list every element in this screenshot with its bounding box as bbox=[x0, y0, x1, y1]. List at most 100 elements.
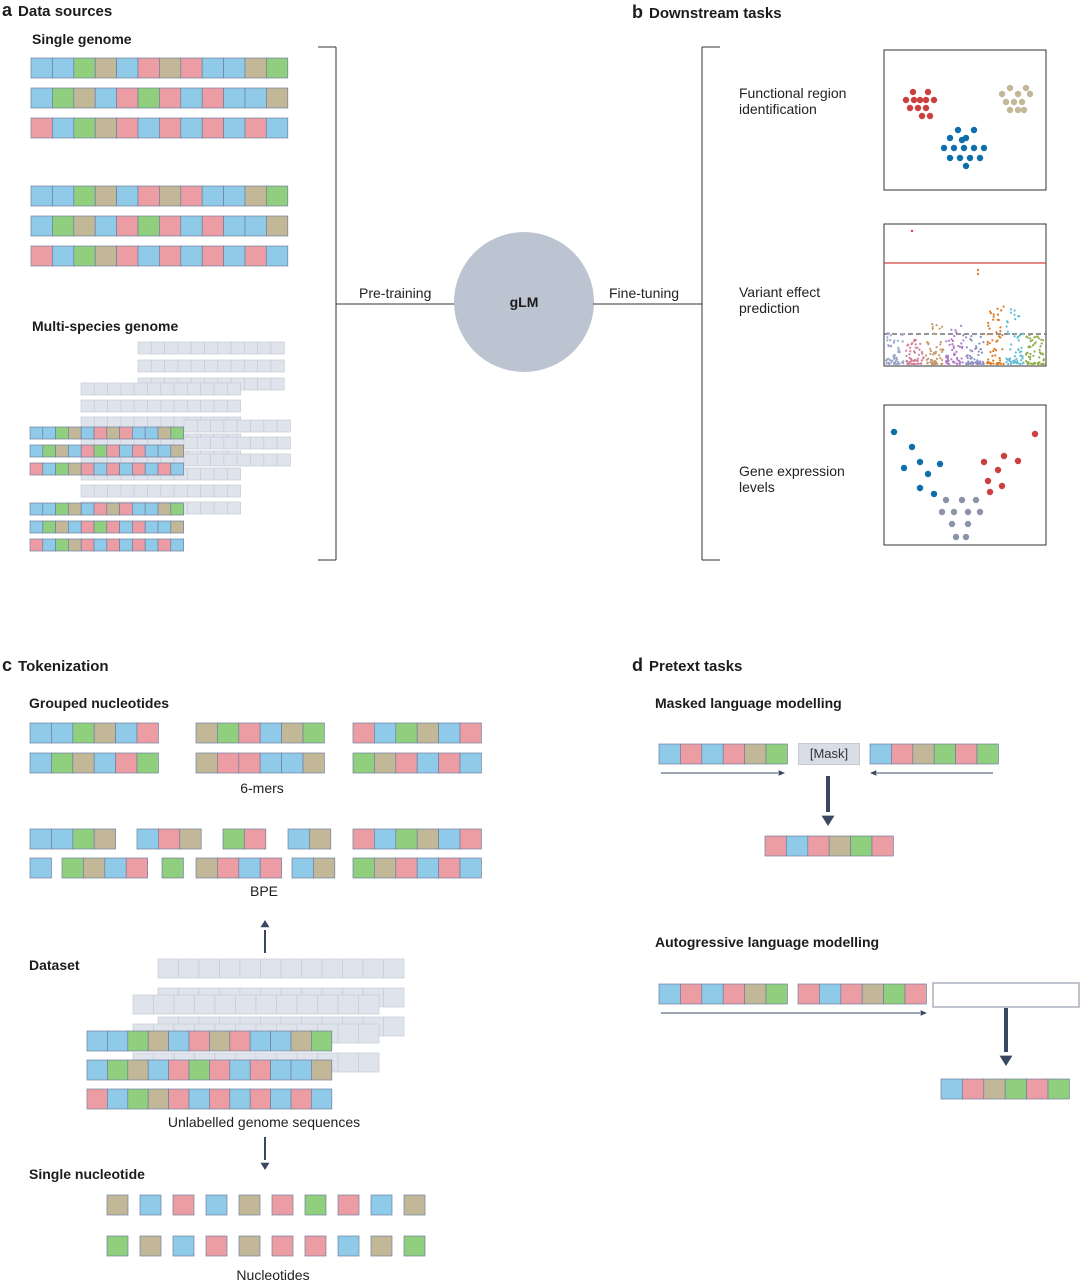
single-genome-row-cell bbox=[30, 57, 53, 79]
manhattan-point bbox=[960, 342, 963, 345]
manhattan-point bbox=[1031, 362, 1034, 366]
panel-d-letter: d bbox=[632, 655, 643, 675]
single-genome-row-cell bbox=[159, 215, 182, 237]
single-genome-row-cell bbox=[201, 87, 224, 109]
multi-species-row-cell bbox=[119, 444, 133, 458]
bpe-token-cell bbox=[83, 857, 106, 879]
multi-species-row-cell bbox=[157, 502, 172, 516]
single-genome-row-cell bbox=[30, 215, 53, 237]
manhattan-point bbox=[936, 362, 939, 365]
manhattan-point bbox=[946, 359, 950, 362]
dataset-ghost-cell bbox=[157, 958, 179, 979]
cluster-dot-tan bbox=[1006, 106, 1014, 114]
manhattan-point bbox=[1027, 355, 1030, 358]
manhattan-point bbox=[992, 315, 995, 318]
manhattan-point bbox=[1026, 362, 1029, 366]
manhattan-point bbox=[967, 360, 970, 363]
panel-a-title-text: Data sources bbox=[18, 3, 113, 20]
ghost-row-right-cell bbox=[236, 453, 251, 467]
multi-species-row-cell bbox=[68, 502, 82, 516]
single-genome-row-cell bbox=[266, 87, 289, 109]
manhattan-point bbox=[908, 353, 911, 356]
manhattan-point bbox=[946, 362, 949, 365]
manhattan-point bbox=[918, 348, 921, 351]
multi-species-row-cell bbox=[106, 444, 120, 458]
single-genome-row-cell bbox=[180, 57, 203, 79]
manhattan-point bbox=[929, 350, 933, 353]
manhattan-point bbox=[992, 313, 995, 316]
manhattan-point bbox=[987, 358, 990, 361]
manhattan-point bbox=[932, 353, 935, 356]
manhattan-point bbox=[909, 350, 912, 353]
dataset-ghost-cell bbox=[301, 958, 323, 979]
single-genome-row-cell bbox=[159, 57, 182, 79]
manhattan-point bbox=[885, 359, 888, 362]
single-genome-row-cell bbox=[137, 117, 160, 139]
manhattan-point bbox=[1038, 351, 1041, 354]
ghost-row-mid-cell bbox=[147, 399, 162, 413]
dataset-row-cell bbox=[107, 1059, 129, 1081]
manhattan-point bbox=[898, 362, 901, 365]
manhattan-point bbox=[933, 332, 936, 335]
kmer-token-cell bbox=[238, 752, 261, 774]
manhattan-point bbox=[989, 350, 992, 354]
dataset-ghost-cell bbox=[337, 1052, 359, 1073]
glm-circle bbox=[454, 232, 594, 372]
manhattan-point bbox=[955, 331, 958, 334]
manhattan-point bbox=[1009, 308, 1013, 311]
dataset-ghost-cell bbox=[214, 994, 236, 1015]
single-genome-row-cell bbox=[223, 57, 246, 79]
manhattan-point bbox=[913, 338, 916, 342]
single-genome-row-cell bbox=[180, 245, 203, 267]
multi-species-row-cell bbox=[157, 520, 172, 534]
mlm-output-token-cell bbox=[786, 835, 809, 857]
manhattan-point bbox=[962, 334, 965, 337]
kmer-token-cell bbox=[374, 722, 397, 744]
dataset-ghost-cell bbox=[239, 958, 261, 979]
manhattan-point bbox=[897, 361, 900, 364]
ghost-row-mid-cell bbox=[226, 467, 241, 481]
bpe-token-cell bbox=[352, 828, 375, 850]
dataset-ghost-cell bbox=[132, 994, 154, 1015]
manhattan-point bbox=[1042, 353, 1045, 356]
manhattan-point bbox=[929, 347, 932, 350]
dataset-row-cell bbox=[188, 1088, 210, 1110]
multi-species-row-cell bbox=[119, 502, 133, 516]
manhattan-point bbox=[897, 348, 900, 351]
manhattan-point bbox=[1028, 345, 1031, 348]
task-variant-effect-label: Variant effect prediction bbox=[739, 284, 821, 316]
manhattan-point bbox=[1018, 351, 1021, 354]
manhattan-point bbox=[996, 313, 1000, 316]
mlm-output-token-cell bbox=[807, 835, 830, 857]
kmer-token-cell bbox=[115, 722, 138, 744]
manhattan-point bbox=[910, 229, 914, 233]
ghost-row-back-cell bbox=[270, 377, 285, 391]
mlm-output-arrow-head bbox=[821, 815, 835, 826]
multi-species-row-cell bbox=[80, 502, 95, 516]
manhattan-point bbox=[1017, 339, 1020, 342]
manhattan-point bbox=[889, 338, 892, 342]
dataset-row-cell bbox=[229, 1059, 251, 1081]
manhattan-point bbox=[942, 348, 945, 351]
manhattan-point bbox=[1010, 343, 1013, 346]
single-genome-row-cell bbox=[30, 87, 53, 109]
manhattan-point bbox=[952, 346, 955, 350]
cluster-dot-blue bbox=[958, 136, 966, 144]
ghost-row-back-cell bbox=[230, 359, 245, 373]
multi-species-row-cell bbox=[170, 426, 184, 440]
manhattan-point bbox=[994, 349, 998, 352]
dataset-row-cell bbox=[86, 1088, 108, 1110]
single-genome-row-cell bbox=[94, 245, 117, 267]
multi-species-row-cell bbox=[42, 426, 56, 440]
manhattan-point bbox=[1016, 362, 1019, 365]
cluster-dot-red bbox=[930, 96, 938, 104]
mlm-right-token-cell bbox=[912, 743, 935, 765]
volcano-dot-grey bbox=[950, 508, 958, 516]
dataset-row-cell bbox=[290, 1088, 312, 1110]
manhattan-point bbox=[919, 342, 922, 345]
manhattan-point bbox=[910, 343, 913, 346]
multi-species-row-cell bbox=[144, 538, 159, 552]
manhattan-point bbox=[908, 361, 911, 364]
ghost-row-mid-cell bbox=[226, 382, 241, 396]
manhattan-point bbox=[952, 360, 955, 363]
